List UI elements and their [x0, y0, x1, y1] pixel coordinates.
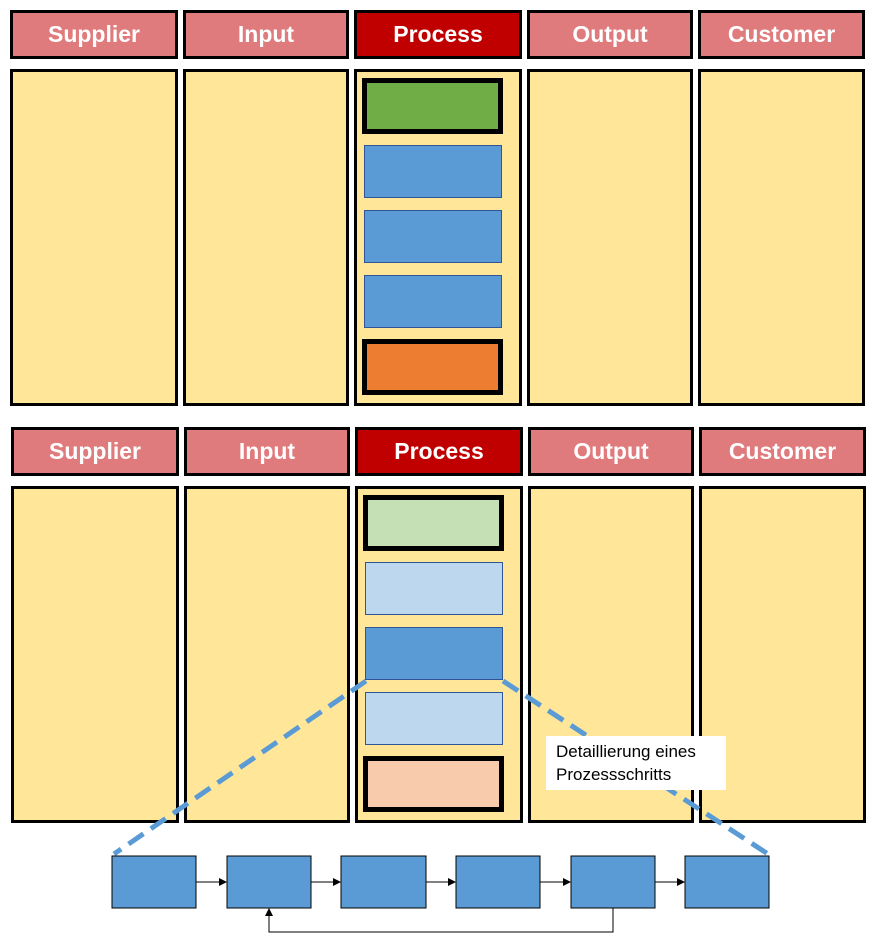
column-input [184, 486, 350, 823]
header-customer: Customer [698, 10, 865, 59]
header-supplier: Supplier [10, 10, 178, 59]
process-step [364, 145, 502, 198]
header-customer: Customer [699, 427, 866, 476]
process-step-end [362, 339, 503, 395]
detail-step-2 [226, 855, 312, 909]
expansion-line-left [112, 678, 368, 857]
detail-step-3 [340, 855, 427, 909]
process-step-highlighted [365, 627, 503, 680]
column-input [183, 69, 349, 406]
column-customer [698, 69, 865, 406]
header-input: Input [184, 427, 350, 476]
process-step [365, 562, 503, 615]
callout-line-2: Prozessschritts [556, 765, 672, 784]
detail-callout: Detaillierung eines Prozessschritts [546, 736, 726, 790]
feedback-loop-arrow [265, 908, 614, 933]
process-step-start [363, 495, 504, 551]
detail-step-5 [570, 855, 656, 909]
process-step [364, 210, 502, 263]
detail-step-6 [684, 855, 770, 909]
callout-line-1: Detaillierung eines [556, 742, 696, 761]
header-output: Output [528, 427, 694, 476]
detail-step-1 [111, 855, 197, 909]
process-step-start [362, 78, 503, 134]
header-input: Input [183, 10, 349, 59]
header-process: Process [355, 427, 523, 476]
column-customer [699, 486, 866, 823]
header-supplier: Supplier [11, 427, 179, 476]
header-output: Output [527, 10, 693, 59]
column-supplier [10, 69, 178, 406]
column-supplier [11, 486, 179, 823]
column-output [527, 69, 693, 406]
process-step-end [363, 756, 504, 812]
detail-step-4 [455, 855, 541, 909]
process-step [365, 692, 503, 745]
process-step [364, 275, 502, 328]
header-process: Process [354, 10, 522, 59]
